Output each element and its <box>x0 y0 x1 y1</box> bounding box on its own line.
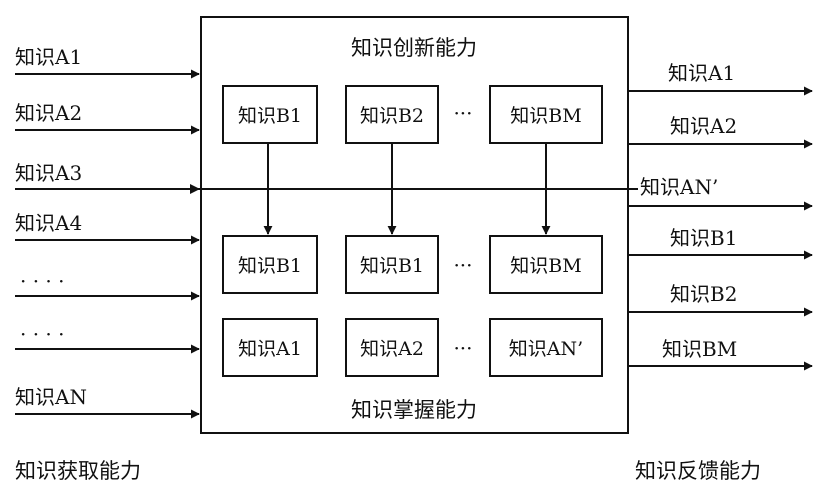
row3-ellipsis: ··· <box>453 336 472 360</box>
output-label-a2: 知识A2 <box>670 114 737 138</box>
input-label-a4: 知识A4 <box>15 211 82 235</box>
left-inputs: 知识A1 知识A2 知识A3 知识A4 · · · · · · · · 知识AN <box>15 45 200 419</box>
row1-ellipsis: ··· <box>453 101 472 125</box>
box-row3-an-prime <box>489 318 603 377</box>
main-capability-box <box>200 16 629 434</box>
row2-ellipsis: ··· <box>453 253 472 277</box>
mastery-capability-title: 知识掌握能力 <box>351 398 477 422</box>
box-row1-bm <box>489 85 603 144</box>
box-row3-a2 <box>345 318 439 377</box>
output-label-an-prime: 知识AN’ <box>640 175 718 199</box>
box-row2-bm-label: 知识BM <box>510 255 581 277</box>
box-row1-b1 <box>222 85 318 144</box>
row-mastered-a-boxes: 知识A1 知识A2 ··· 知识AN’ <box>222 318 603 377</box>
input-label-an: 知识AN <box>15 385 87 409</box>
box-row2-b1-second <box>345 235 439 294</box>
box-row2-b1-label: 知识B1 <box>238 255 302 277</box>
innovation-capability-title: 知识创新能力 <box>351 36 477 60</box>
input-label-ellipsis-1: · · · · <box>20 269 65 293</box>
input-label-a1: 知识A1 <box>15 45 82 69</box>
box-row3-a1 <box>222 318 318 377</box>
input-label-a3: 知识A3 <box>15 161 82 185</box>
output-label-b2: 知识B2 <box>670 282 737 306</box>
box-row1-bm-label: 知识BM <box>510 105 581 127</box>
input-label-a2: 知识A2 <box>15 101 82 125</box>
input-label-ellipsis-2: · · · · <box>20 322 65 346</box>
box-row3-a2-label: 知识A2 <box>360 338 424 360</box>
box-row1-b2-label: 知识B2 <box>360 105 424 127</box>
box-row2-b1-second-label: 知识B1 <box>360 255 424 277</box>
box-row3-an-prime-label: 知识AN’ <box>509 338 583 360</box>
through-line-arrowhead <box>190 184 200 194</box>
output-label-a1: 知识A1 <box>668 61 735 85</box>
right-outputs: 知识A1 知识A2 知识AN’ 知识B1 知识B2 知识BM <box>628 61 813 371</box>
box-row2-b1 <box>222 235 318 294</box>
row-mastered-b-boxes: 知识B1 知识B1 ··· 知识BM <box>222 235 603 294</box>
output-label-b1: 知识B1 <box>670 226 737 250</box>
box-row2-bm <box>489 235 603 294</box>
box-row3-a1-label: 知识A1 <box>238 338 302 360</box>
feedback-capability-caption: 知识反馈能力 <box>635 459 761 483</box>
row-innovation-boxes: 知识B1 知识B2 ··· 知识BM <box>222 85 603 144</box>
output-label-bm: 知识BM <box>662 337 737 361</box>
acquisition-capability-caption: 知识获取能力 <box>15 459 141 483</box>
box-row1-b1-label: 知识B1 <box>238 105 302 127</box>
